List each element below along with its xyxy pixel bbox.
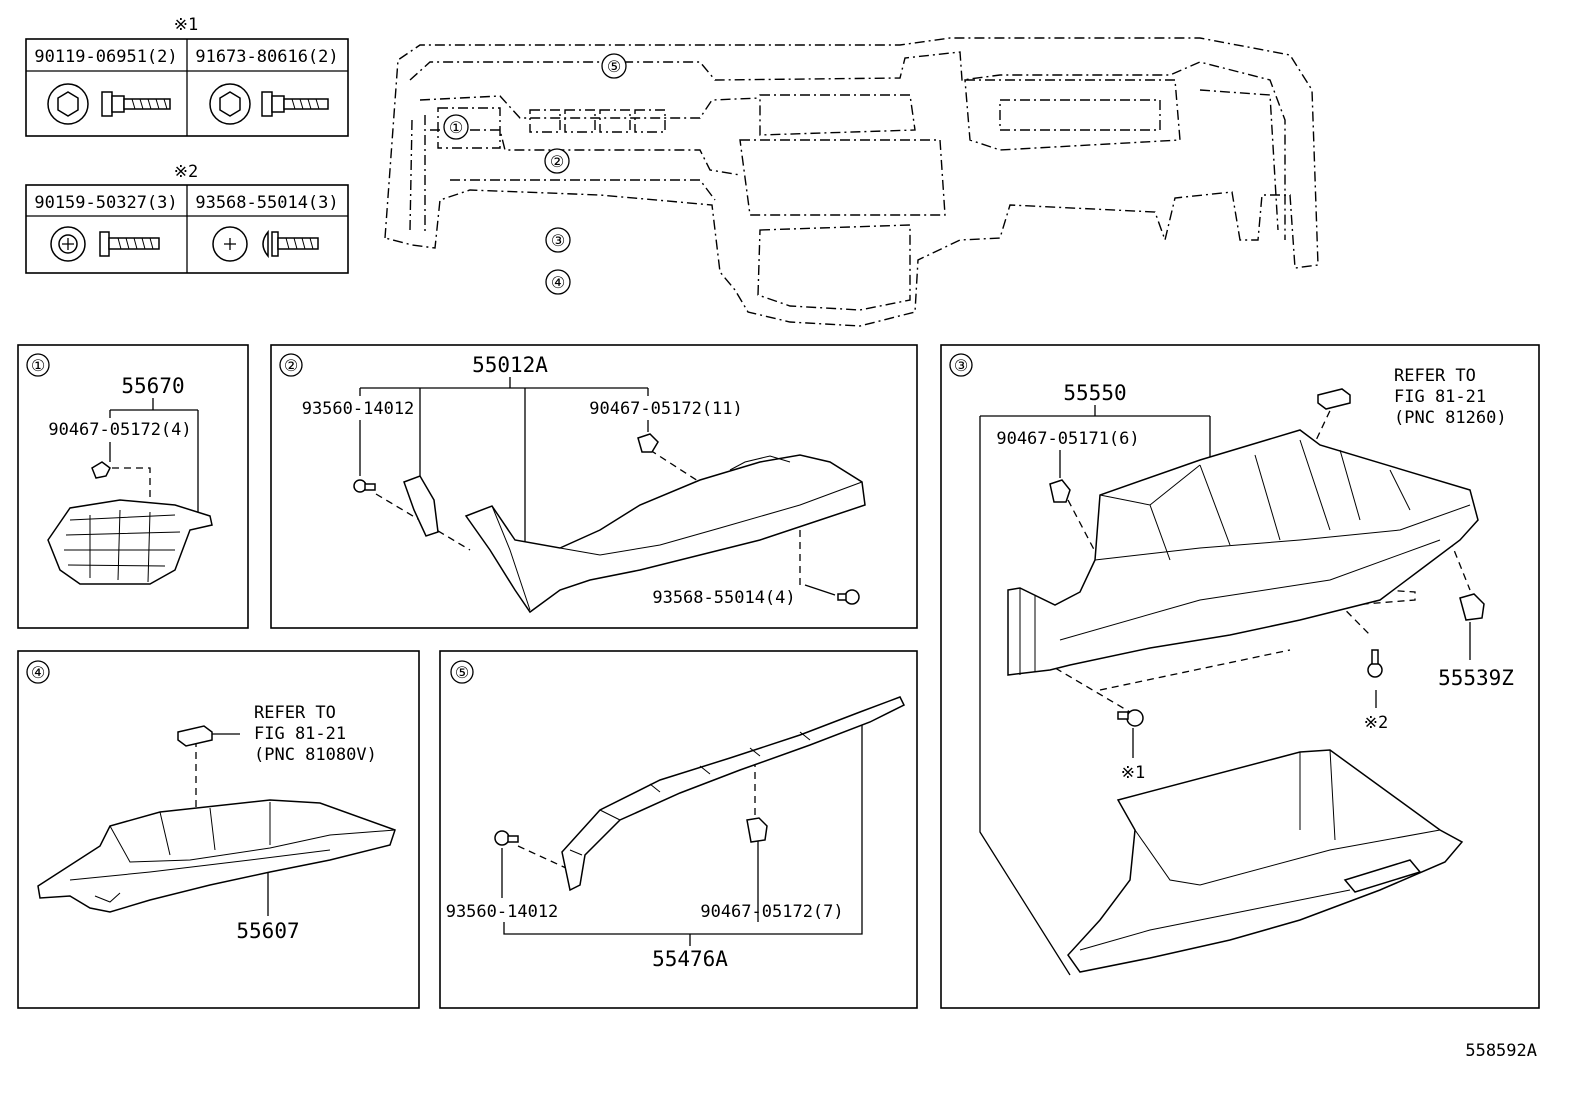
overview-callout-3: ③: [545, 227, 571, 253]
table-2-col-1: 90159-50327(3): [34, 193, 177, 213]
label-55476A: 55476A: [652, 947, 728, 971]
screw-part: [1367, 649, 1383, 678]
clip-part: [1049, 479, 1071, 503]
bracket-part: [403, 475, 439, 537]
label-90467-05171-6: 90467-05171(6): [996, 429, 1139, 449]
label-55670: 55670: [121, 374, 184, 398]
upper-garnish-part: [561, 696, 906, 892]
hex-flange-bolt-icon: [209, 83, 329, 125]
panel-2: ② 55012A 93560-14012 90467-05172(11) 935…: [270, 344, 918, 629]
svg-text:⑤: ⑤: [607, 57, 621, 76]
label-55012A: 55012A: [472, 353, 548, 377]
clip-part: [1459, 593, 1485, 621]
panel-4-circle: ④: [31, 663, 45, 682]
panel-1: ① 55670 90467-05172(4): [17, 344, 249, 629]
table-2-col-2: 93568-55014(3): [195, 193, 338, 213]
clip-part: [91, 461, 111, 479]
table-1-col-2: 91673-80616(2): [195, 47, 338, 67]
svg-text:②: ②: [550, 152, 564, 171]
side-register-vent-part: [47, 499, 213, 585]
panel-4: ④ REFER TO FIG 81-21 (PNC 81080V) 55607: [17, 650, 420, 1009]
label-mark-2: ※2: [1364, 713, 1388, 733]
table-2-mark: ※2: [174, 162, 198, 182]
svg-text:④: ④: [551, 273, 565, 292]
panel-3-circle: ③: [954, 356, 968, 375]
label-93568-55014-4: 93568-55014(4): [652, 588, 795, 608]
svg-text:③: ③: [551, 231, 565, 250]
table-1-col-1: 90119-06951(2): [34, 47, 177, 67]
lower-instrument-panel-part: [464, 454, 866, 614]
panel-5-circle: ⑤: [455, 663, 469, 682]
illustration-code: 558592A: [1465, 1041, 1537, 1061]
screw-part: [837, 589, 860, 605]
clip-part: [746, 817, 768, 843]
panel-2-circle: ②: [284, 356, 298, 375]
connector-part: [177, 725, 213, 747]
connector-part: [1317, 388, 1351, 410]
clip-part: [637, 433, 659, 453]
overview-callout-4: ④: [545, 269, 571, 295]
label-90467-05172-7: 90467-05172(7): [700, 902, 843, 922]
label-fig-81-21: FIG 81-21: [1394, 387, 1486, 407]
label-55550: 55550: [1063, 381, 1126, 405]
dashboard-overview-illustration: [384, 37, 1319, 327]
overview-callout-1: ①: [443, 114, 469, 140]
phillips-screw-icon: [212, 226, 319, 262]
overview-callout-2: ②: [544, 148, 570, 174]
label-93560-14012: 93560-14012: [302, 399, 415, 419]
label-fig-81-21-4: FIG 81-21: [254, 724, 346, 744]
label-refer-to-4: REFER TO: [254, 703, 336, 723]
label-93560-14012-5: 93560-14012: [446, 902, 559, 922]
label-90467-05172-11: 90467-05172(11): [589, 399, 743, 419]
panel-1-circle: ①: [31, 356, 45, 375]
hex-flange-bolt-icon: [47, 83, 171, 125]
screw-part: [494, 830, 519, 846]
table-1-mark: ※1: [174, 15, 198, 35]
glove-compartment-door-part: [1067, 749, 1464, 973]
label-pnc-81260: (PNC 81260): [1394, 408, 1507, 428]
glove-box-housing-part: [1007, 429, 1479, 676]
fastener-table-1: ※1 90119-06951(2) 91673-80616(2): [25, 15, 349, 137]
svg-text:①: ①: [449, 118, 463, 137]
overview-callout-5: ⑤: [601, 53, 627, 79]
label-90467-05172-4: 90467-05172(4): [48, 420, 191, 440]
phillips-screw-icon: [50, 226, 160, 262]
panel-3: ③ 55550 90467-05171(6) REFER TO FIG 81-2…: [940, 344, 1540, 1009]
label-55607: 55607: [236, 919, 299, 943]
panel-5: ⑤ 93560-14012 90467-05172(7) 55476A: [439, 650, 918, 1009]
fastener-table-2: ※2 90159-50327(3) 93568-55014(3): [25, 162, 349, 274]
label-mark-1: ※1: [1121, 763, 1145, 783]
label-pnc-81080V: (PNC 81080V): [254, 745, 377, 765]
label-refer-to: REFER TO: [1394, 366, 1476, 386]
undercover-panel-part: [37, 799, 396, 913]
screw-part: [1117, 709, 1144, 727]
label-55539Z: 55539Z: [1438, 666, 1514, 690]
screw-part: [353, 479, 376, 493]
